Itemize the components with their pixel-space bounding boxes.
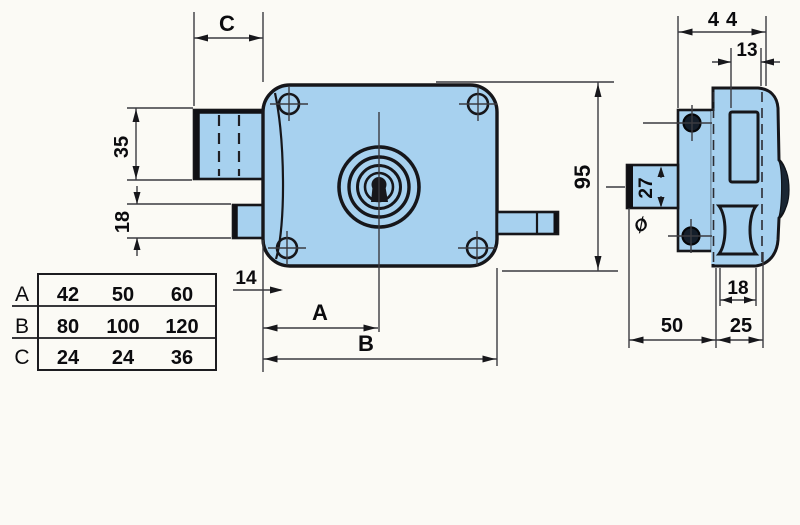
dim-label-a: A [312,300,328,325]
dim-label-18-side: 18 [727,278,748,299]
screw-hole-bottom-left [268,231,306,265]
table-cell: 100 [106,316,139,338]
faceplate-arc [273,92,285,260]
dim-label-44: 44 [708,9,744,31]
table-row-label: A [15,283,29,306]
side-view: 27 Ø [606,86,790,268]
lock-case [261,83,499,268]
dim-label-18-left: 18 [112,211,134,233]
dead-bolt [495,210,560,236]
dim-label-25: 25 [730,315,752,337]
screw-hole-top-left [270,87,308,121]
table-cell: 24 [57,347,80,369]
cylinder-block [192,108,265,181]
screw-side-bottom [668,219,712,253]
table-cell: 24 [112,347,135,369]
table-row-label: C [14,346,29,369]
dim-label-13: 13 [736,40,757,61]
table-cell: 50 [112,284,134,306]
side-dimensions: 44 13 18 50 25 [628,9,780,348]
front-view [192,83,560,332]
diameter-symbol: Ø [630,213,652,237]
dim-label-b: B [358,331,374,356]
dim-label-c: C [219,11,235,36]
screw-side-top [643,105,712,141]
handle-slot [728,110,760,184]
dim-label-14: 14 [235,268,257,289]
table-cell: 42 [57,284,79,306]
table-border [37,273,217,371]
screw-hole-bottom-right [458,231,496,265]
dim-label-50: 50 [661,315,683,337]
bolt-guide-spool [715,204,760,256]
table-cell: 60 [171,284,193,306]
dim-label-35: 35 [111,136,133,158]
table-row-label: B [15,315,29,338]
table-cell: 80 [57,316,79,338]
size-table: A B C 42 50 60 80 100 120 24 24 36 [12,273,217,371]
table-cell: 120 [165,316,198,338]
dim-label-95: 95 [570,165,595,189]
thumb-knob [777,159,790,219]
cylinder-side [625,163,680,210]
dim-label-27: 27 [636,177,657,198]
screw-hole-top-right [459,87,497,121]
front-dimensions: C 35 18 14 A B 95 [111,11,618,372]
table-cell: 36 [171,347,193,369]
